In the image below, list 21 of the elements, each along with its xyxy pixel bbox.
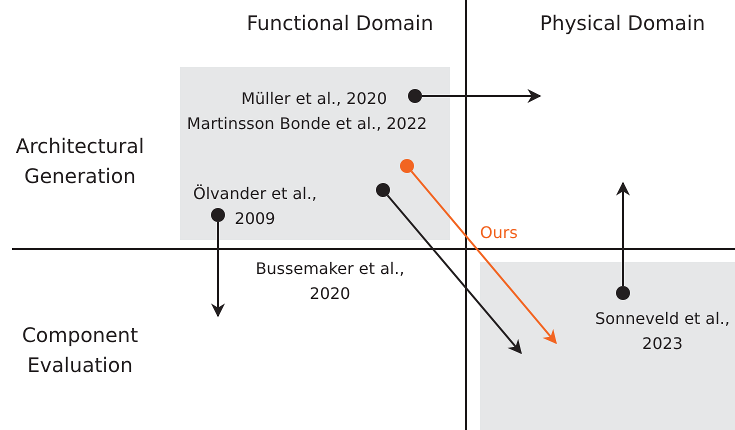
column-heading: Functional Domain — [246, 10, 434, 37]
point-dot — [400, 159, 414, 173]
point-dot — [376, 183, 390, 197]
point-dot — [211, 208, 225, 222]
shaded-region — [480, 262, 735, 430]
arrow — [616, 182, 630, 286]
row-heading: Component Evaluation — [20, 322, 140, 379]
shaded-region — [180, 67, 450, 240]
arrow — [386, 194, 522, 354]
citation-label: Bussemaker et al., 2020 — [255, 258, 405, 305]
arrow — [410, 170, 557, 344]
arrow — [422, 89, 542, 103]
citation-label: Ölvander et al., 2009 — [192, 183, 318, 230]
citation-label: Martinsson Bonde et al., 2022 — [186, 113, 428, 135]
point-dot — [408, 89, 422, 103]
citation-label: Müller et al., 2020 — [240, 88, 387, 110]
citation-label: Sonneveld et al., 2023 — [594, 308, 731, 355]
point-dot — [616, 286, 630, 300]
arrow — [211, 222, 225, 318]
column-heading: Physical Domain — [538, 10, 706, 37]
row-heading: Architectural Generation — [14, 133, 146, 190]
